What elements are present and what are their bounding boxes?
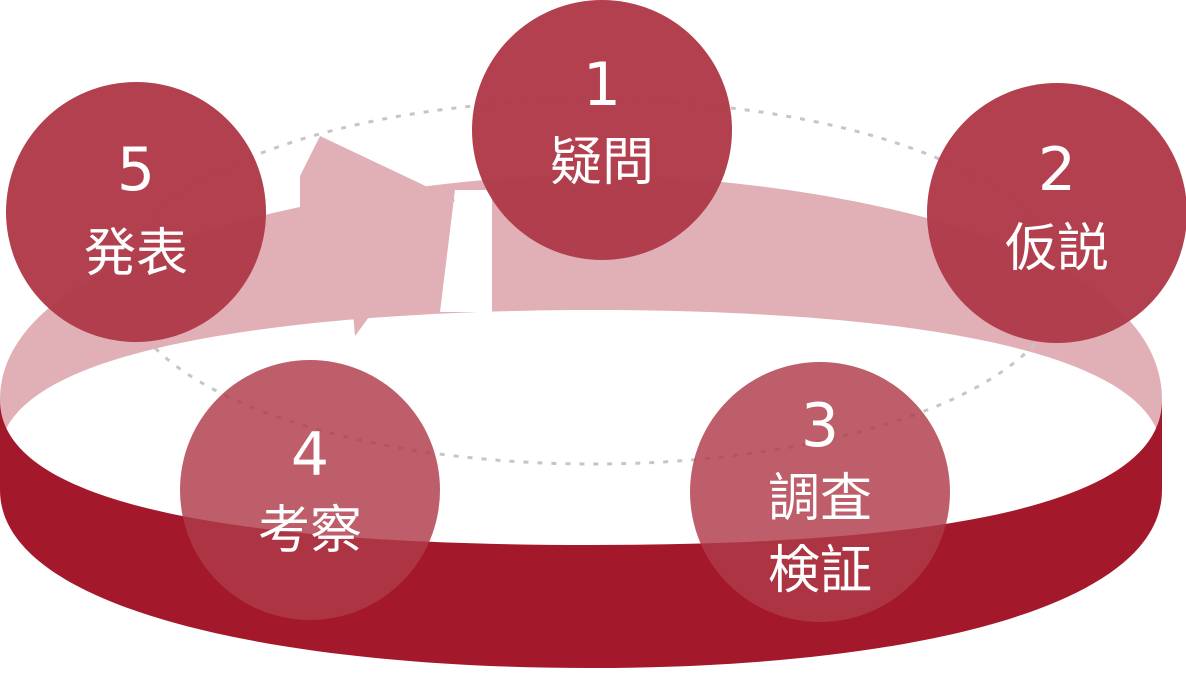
step-2-circle: [927, 83, 1186, 343]
step-3-label-line-2: 検証: [768, 541, 872, 601]
step-3-label-line-1: 調査: [768, 469, 872, 529]
step-1-label: 疑問: [550, 133, 654, 193]
step-1-circle: [472, 0, 732, 260]
arrow-head: [300, 136, 455, 336]
step-3-circle: [690, 362, 950, 622]
step-2-node: 2 仮説: [927, 83, 1186, 343]
step-4-circle: [180, 360, 440, 620]
step-5-number: 5: [117, 135, 155, 205]
step-1-node: 1 疑問: [472, 0, 732, 260]
step-3-number: 3: [801, 391, 839, 461]
step-4-label: 考察: [258, 501, 362, 561]
ring-notch: [440, 190, 492, 312]
step-4-number: 4: [291, 420, 329, 490]
step-5-node: 5 発表: [6, 82, 266, 342]
step-5-circle: [6, 82, 266, 342]
ring-front-band: [0, 400, 1162, 668]
step-3-node: 3 調査 検証: [690, 362, 950, 622]
step-5-label: 発表: [84, 224, 188, 284]
ring-back-band: [0, 175, 1162, 455]
step-1-number: 1: [583, 50, 621, 120]
step-4-node: 4 考察: [180, 360, 440, 620]
step-2-number: 2: [1038, 135, 1076, 205]
step-2-label: 仮説: [1005, 219, 1109, 279]
